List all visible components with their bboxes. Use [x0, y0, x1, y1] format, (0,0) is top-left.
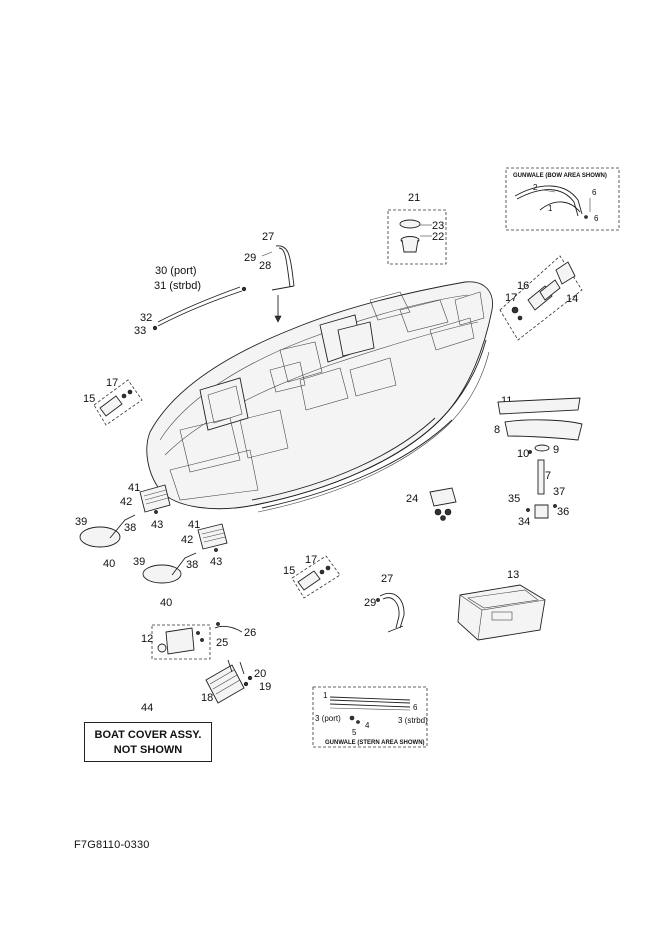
callout-44: 44 — [141, 702, 154, 714]
callout-42-upper: 42 — [120, 496, 132, 508]
boat-cover-note-line2: NOT SHOWN — [113, 744, 183, 756]
callout-21: 21 — [408, 192, 420, 204]
handrail-lower-group: 27 29 — [364, 573, 405, 633]
callout-9: 9 — [553, 444, 559, 456]
callout-27-top: 27 — [262, 231, 274, 243]
callout-38-lower: 38 — [186, 559, 198, 571]
callout-39-upper: 39 — [75, 516, 87, 528]
callout-31: 31 (strbd) — [154, 280, 201, 292]
callout-8: 8 — [494, 424, 500, 436]
bow-inset-title: GUNWALE (BOW AREA SHOWN) — [513, 173, 607, 179]
callout-1-stern: 1 — [323, 691, 328, 700]
callout-1-bow: 1 — [548, 204, 553, 213]
cleat-group-center: 15 17 — [283, 554, 341, 599]
callout-34: 34 — [518, 516, 530, 528]
callout-42-lower: 42 — [181, 534, 193, 546]
handrail-top-group: 27 29 28 — [244, 231, 295, 291]
switch-plate-group: 12 25 26 — [141, 622, 256, 660]
diagram-reference-code: F7G8110-0330 — [74, 839, 150, 851]
callout-27-lower: 27 — [381, 573, 393, 585]
callout-18: 18 — [201, 692, 213, 704]
callout-41-lower: 41 — [188, 519, 200, 531]
callout-17-right: 17 — [505, 292, 517, 304]
callout-19: 19 — [259, 681, 271, 693]
boat-cover-note: BOAT COVER ASSY. NOT SHOWN — [84, 722, 212, 762]
callout-43-upper: 43 — [151, 519, 163, 531]
callout-38-upper: 38 — [124, 522, 136, 534]
callout-6-bow-a: 6 — [592, 188, 597, 197]
callout-40-lower: 40 — [160, 597, 172, 609]
callout-39-lower: 39 — [133, 556, 145, 568]
cooler-part-13: 13 — [457, 569, 546, 641]
latch-part-24: 24 — [406, 487, 457, 521]
grab-rail-side-group: 30 (port) 31 (strbd) 32 33 — [134, 265, 247, 337]
step-group-upper: 41 42 38 43 39 40 — [75, 482, 171, 570]
callout-23: 23 — [432, 220, 444, 232]
callout-16: 16 — [517, 280, 529, 292]
callout-35: 35 — [508, 493, 520, 505]
callout-29-lower: 29 — [364, 597, 376, 609]
boat-hull-illustration — [146, 281, 493, 513]
callout-40-upper: 40 — [103, 558, 115, 570]
callout-15-left: 15 — [83, 393, 95, 405]
callout-17-left: 17 — [106, 377, 118, 389]
stern-inset-title: GUNWALE (STERN AREA SHOWN) — [325, 740, 425, 746]
callout-5: 5 — [352, 728, 357, 737]
callout-12: 12 — [141, 633, 153, 645]
callout-32: 32 — [140, 312, 152, 324]
callout-30: 30 (port) — [155, 265, 197, 277]
cleat-group-right: 16 17 14 — [499, 255, 583, 341]
callout-2-bow: 2 — [533, 183, 538, 192]
callout-7: 7 — [545, 470, 551, 482]
callout-3-port: 3 (port) — [315, 714, 341, 723]
step-group-lower: 41 42 38 43 39 40 — [133, 519, 228, 609]
callout-28: 28 — [259, 260, 271, 272]
callout-15-center: 15 — [283, 565, 295, 577]
callout-6-bow-b: 6 — [594, 214, 599, 223]
callout-24: 24 — [406, 493, 418, 505]
callout-25: 25 — [216, 637, 228, 649]
callout-36: 36 — [557, 506, 569, 518]
callout-3-strbd: 3 (strbd) — [398, 716, 428, 725]
swim-ladder-group: 20 18 19 — [201, 659, 271, 704]
callout-37: 37 — [553, 486, 565, 498]
callout-10: 10 — [517, 448, 529, 460]
drink-holder-group: 21 23 22 — [387, 192, 447, 265]
callout-26: 26 — [244, 627, 256, 639]
callout-14: 14 — [566, 293, 578, 305]
callout-11: 11 — [501, 395, 512, 407]
callout-29-top: 29 — [244, 252, 256, 264]
bow-gunwale-inset: GUNWALE (BOW AREA SHOWN) 2 1 6 6 — [505, 167, 620, 231]
cleat-group-left: 15 17 — [83, 377, 143, 426]
stern-gunwale-inset: 1 6 3 (port) 4 5 3 (strbd) GUNWALE (STER… — [312, 686, 428, 748]
callout-13: 13 — [507, 569, 519, 581]
boat-cover-note-line1: BOAT COVER ASSY. — [94, 729, 202, 741]
callout-33: 33 — [134, 325, 146, 337]
callout-20: 20 — [254, 668, 266, 680]
callout-17-center: 17 — [305, 554, 317, 566]
hatch-latch-group: 11 8 10 9 7 35 37 34 36 — [494, 395, 583, 528]
callout-43-lower: 43 — [210, 556, 222, 568]
callout-22: 22 — [432, 231, 444, 243]
callout-41-upper: 41 — [128, 482, 140, 494]
callout-4: 4 — [365, 721, 370, 730]
callout-6-stern: 6 — [413, 703, 418, 712]
